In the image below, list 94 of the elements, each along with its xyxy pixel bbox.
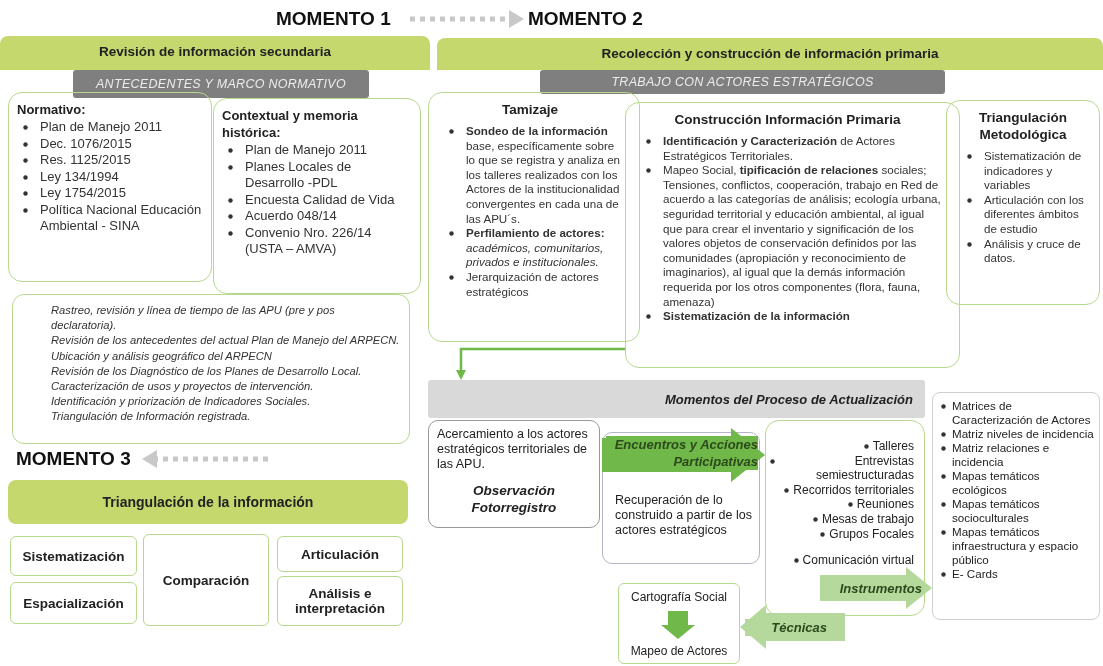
list-item: Mapas temáticos infraestructura y espacio público: [952, 525, 1080, 567]
heading: Triangulación Metodológica: [978, 109, 1068, 143]
subheader-band: [73, 70, 369, 98]
content-card: [618, 583, 740, 664]
step-box: [143, 534, 269, 626]
heading: Normativo:: [17, 101, 87, 118]
header-band: [8, 480, 408, 524]
list-item: Política Nacional Educación Ambiental - SINA: [40, 201, 203, 235]
phase-title: MOMENTO 3: [16, 448, 131, 470]
label-text: ANTECEDENTES Y MARCO NORMATIVO: [96, 77, 346, 91]
label-text: Cartografía Social: [630, 590, 727, 604]
header-band: [437, 38, 1103, 70]
label-text: Articulación: [301, 546, 379, 562]
block-arrow: [602, 428, 765, 482]
label-text: Revisión de información secundaria: [99, 44, 331, 59]
content-card: [428, 420, 600, 528]
label-text: Momentos del Proceso de Actualización: [665, 391, 913, 407]
arrow: [456, 347, 625, 380]
step-box: [277, 536, 403, 572]
heading: Tamizaje: [501, 101, 559, 118]
list-item: Convenio Nro. 226/14 (USTA – AMVA): [245, 224, 373, 258]
list-item: Sondeo de la información base, específicamente sobre lo que se registra y analiza en los talleres realizados con los Actores de la institucionalidad convergentes en cada una de las APU´s.: [466, 124, 622, 227]
list-item: Análisis y cruce de datos.: [984, 236, 1082, 266]
body-text: Ubicación y análisis geográfico del ARPECN: [51, 348, 273, 364]
label-text: Comparación: [162, 572, 250, 588]
list-item: Identificación y Caracterización de Actores Estratégicos Territoriales.: [663, 134, 896, 164]
body-text: Caracterización de usos y proyectos de intervención.: [51, 379, 315, 394]
body-text: Rastreo, revisión y línea de tiempo de las APU (pre y pos declaratoria).: [51, 303, 336, 334]
list-item: Entrevistas semiestructuradas: [814, 453, 914, 483]
list-item: Articulación con los diferentes ámbitos de estudio: [984, 192, 1085, 237]
content-card: [213, 98, 421, 294]
list-item: Mapas temáticos ecológicos: [952, 469, 1041, 497]
list-item: Res. 1125/2015: [40, 152, 131, 169]
body-text: Identificación y priorización de Indicadores Sociales.: [51, 394, 312, 410]
arrow: [142, 450, 268, 468]
arrow: [410, 10, 524, 28]
list-item: Matriz niveles de incidencia: [952, 427, 1094, 441]
step-box: [277, 576, 403, 626]
list-item: Ley 134/1994: [40, 168, 119, 185]
label-text: Recolección y construcción de información primaria: [601, 46, 939, 61]
body-text: Triangulación de Información registrada.: [51, 409, 252, 425]
list-item: Ley 1754/2015: [40, 185, 127, 202]
label-text: Sistematización: [22, 548, 125, 564]
list-item: Mapas temáticos socioculturales: [952, 497, 1041, 525]
list-item: Mapeo Social, tipificación de relaciones sociales; Tensiones, conflictos, cooperación, trabajo en Red de acuerdo a las categorías de análisis; ecología urbana, seguridad territorial y educación ambiental, al igual que para crear el inventario y significación de los valores objetos de conservación definidos por las comunidades (apropiación y reconocimiento de imaginarios), al igual que la demás información requerida por los otros componentes (flora, fauna, amenaza): [663, 163, 941, 310]
subheader-band: [540, 70, 945, 94]
phase-title: MOMENTO 2: [528, 8, 643, 30]
content-card: [8, 92, 212, 282]
label-text: Análisis e interpretación: [294, 586, 386, 616]
content-card: [946, 100, 1100, 305]
block-arrow: [661, 611, 695, 639]
heading: Construcción Información Primaria: [673, 111, 902, 128]
body-text: Revisión de los Diagnóstico de los Planes de Desarrollo Local.: [51, 363, 363, 379]
content-card: [12, 294, 410, 444]
list-item: Sistematización de la información: [663, 309, 850, 324]
body-text: Recuperación de lo construido a partir de los actores estratégicos: [615, 493, 753, 538]
content-card: [428, 92, 640, 342]
label-text: TRABAJO CON ACTORES ESTRATÉGICOS: [611, 75, 874, 89]
edge-label: Encuentros y Acciones Participativas: [606, 436, 758, 470]
list-item: Planes Locales de Desarrollo -PDL: [245, 158, 353, 192]
list-item: Jerarquización de actores estratégicos: [466, 269, 600, 300]
block-arrow: [740, 605, 845, 649]
list-item: Matriz relaciones e incidencia: [952, 441, 1051, 469]
block-arrow: [820, 567, 932, 609]
body-text: Revisión de los antecedentes del actual Plan de Manejo del ARPECN.: [51, 333, 401, 349]
list-item: Perfilamiento de actores: académicos, comunitarios, privados e institucionales.: [466, 226, 606, 270]
emphasis-text: Observación Fotorregistro: [470, 482, 558, 516]
content-card: [625, 102, 960, 368]
label-text: Triangulación de la información: [102, 494, 314, 510]
list-item: Acuerdo 048/14: [245, 208, 337, 225]
list-item: Encuesta Calidad de Vida: [245, 191, 395, 208]
list-item: Talleres: [872, 439, 914, 454]
heading: Contextual y memoria histórica:: [222, 107, 359, 141]
label-text: Espacialización: [23, 595, 124, 611]
list-item: Mesas de trabajo: [821, 511, 914, 527]
list-item: Sistematización de indicadores y variables: [984, 149, 1083, 193]
header-band: [0, 36, 430, 70]
list-item: Matrices de Caracterización de Actores: [952, 399, 1092, 427]
list-item: Plan de Manejo 2011: [40, 119, 162, 136]
list-item: Recorridos territoriales: [793, 482, 914, 498]
section-band: [428, 380, 925, 418]
list-item: Comunicación virtual: [802, 553, 914, 568]
step-box: [10, 582, 137, 624]
step-box: [10, 536, 137, 576]
list-item: Reuniones: [856, 497, 914, 512]
list-item: Grupos Focales: [829, 526, 914, 542]
content-card: [932, 392, 1100, 620]
phase-title: MOMENTO 1: [276, 8, 391, 30]
list-item: Dec. 1076/2015: [40, 135, 132, 152]
edge-label: Técnicas: [745, 619, 827, 636]
label-text: Mapeo de Actores: [630, 644, 728, 658]
body-text: Acercamiento a los actores estratégicos territoriales de las APU.: [437, 427, 589, 472]
list-item: E- Cards: [952, 567, 998, 581]
list-item: Plan de Manejo 2011: [245, 142, 367, 159]
